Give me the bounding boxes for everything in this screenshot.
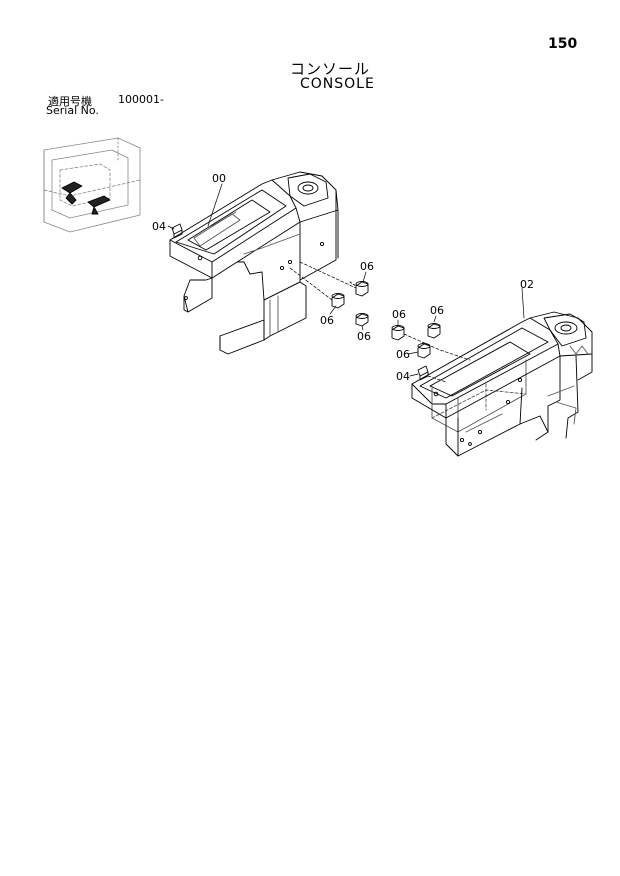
bolt-06-f <box>417 343 431 359</box>
serial-label-japanese: 適用号機 <box>48 95 92 108</box>
bolt-06-c <box>355 313 369 327</box>
console-part-02 <box>411 311 593 457</box>
bolt-06-d <box>391 325 405 341</box>
callout-04-right: 04 <box>396 370 410 383</box>
callout-02: 02 <box>520 278 534 291</box>
page-number: 150 <box>548 36 578 52</box>
callout-00: 00 <box>212 172 226 185</box>
clip-04-right <box>417 365 429 381</box>
serial-number-value: 100001- <box>118 93 164 106</box>
callout-06-f: 06 <box>396 348 410 361</box>
callout-06-e: 06 <box>430 304 444 317</box>
bolt-06-a <box>349 281 369 297</box>
cab-thumbnail <box>43 137 141 233</box>
title-japanese: コンソール <box>290 60 371 78</box>
cab-console-highlight <box>61 181 111 215</box>
leader-lines <box>167 183 525 377</box>
clip-04-left <box>171 223 183 239</box>
callout-06-b: 06 <box>320 314 334 327</box>
alignment-lines <box>289 261 471 383</box>
callout-06-c: 06 <box>357 330 371 343</box>
callout-06-a: 06 <box>360 260 374 273</box>
serial-label-english: Serial No. <box>46 104 99 117</box>
callout-04-left: 04 <box>152 220 166 233</box>
bolt-06-e <box>427 323 441 339</box>
title-english: CONSOLE <box>300 76 375 92</box>
bolt-06-b <box>331 293 345 309</box>
console-part-00 <box>169 171 339 355</box>
callout-06-d: 06 <box>392 308 406 321</box>
